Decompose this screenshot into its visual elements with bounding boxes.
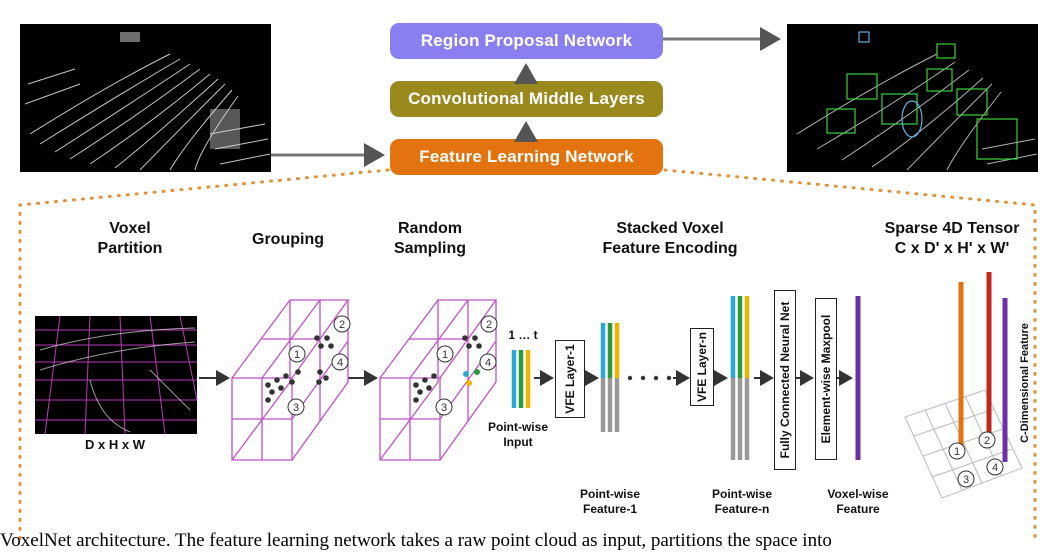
pointwise-feature1-bars xyxy=(600,323,620,432)
element-wise-maxpool-box: Element-wise Maxpool xyxy=(815,298,837,460)
sampling-id-3: 3 xyxy=(441,402,447,414)
ellipsis-dots xyxy=(627,375,672,381)
grouping-voxel-ids xyxy=(287,315,351,416)
sampling-voxel-grid xyxy=(379,299,498,461)
voxel-partition-image xyxy=(35,315,198,435)
grouping-voxel-grid xyxy=(231,299,350,461)
tensor-id-3: 3 xyxy=(963,474,969,486)
tensor-id-2: 2 xyxy=(984,435,990,447)
point-cloud-lines xyxy=(24,32,271,171)
sampling-id-4: 4 xyxy=(485,357,491,369)
grouping-id-1: 1 xyxy=(294,349,300,361)
vfe-layer-n-box: VFE Layer-n xyxy=(690,328,714,406)
tensor-id-4: 4 xyxy=(992,462,998,474)
expansion-outline xyxy=(18,168,1037,542)
svfe-title: Stacked Voxel Feature Encoding xyxy=(602,220,738,257)
caption-text: VoxelNet architecture. The feature learn… xyxy=(0,530,832,551)
fully-connected-net-box: Fully Connected Neural Net xyxy=(774,290,796,470)
tensor-voxel-ids xyxy=(948,431,1004,488)
grouping-id-2: 2 xyxy=(339,319,345,331)
one-to-t-label: 1 … t xyxy=(508,328,538,342)
pointwise-featuren-bars xyxy=(730,296,750,460)
input-point-cloud-image xyxy=(20,24,271,172)
sparse-tensor-title: Sparse 4D Tensor C x D' x H' x W' xyxy=(884,220,1020,257)
voxel-partition-title: Voxel Partition xyxy=(97,220,163,257)
dims-label: D x H x W xyxy=(85,437,145,452)
sampling-id-1: 1 xyxy=(442,349,448,361)
detection-boxes xyxy=(796,31,1038,171)
grouping-title: Grouping xyxy=(252,231,324,248)
grouping-points xyxy=(265,335,334,403)
convolutional-middle-layers-box: Convolutional Middle Layers xyxy=(390,81,663,117)
sampling-points xyxy=(413,335,482,403)
pointwise-featuren-label: Point-wise Feature-n xyxy=(711,487,772,516)
pointwise-input-label: Point-wise Input xyxy=(487,420,548,449)
pointwise-input-bars xyxy=(511,350,531,408)
top-flow-arrows xyxy=(271,27,781,167)
sampling-id-2: 2 xyxy=(486,319,492,331)
vfe-layer-1-box: VFE Layer-1 xyxy=(555,340,585,418)
random-sampling-title: Random Sampling xyxy=(393,220,466,257)
sparse-tensor-bars xyxy=(958,272,1008,462)
detection-output-image xyxy=(787,24,1038,172)
pointwise-feature1-label: Point-wise Feature-1 xyxy=(579,487,640,516)
voxelwise-feature-label: Voxel-wise Feature xyxy=(827,487,889,516)
sampling-voxel-ids xyxy=(435,315,498,416)
region-proposal-network-box: Region Proposal Network xyxy=(390,23,663,59)
grouping-id-4: 4 xyxy=(337,357,343,369)
grouping-id-3: 3 xyxy=(293,402,299,414)
sampling-colored-points xyxy=(463,369,480,386)
c-dimensional-feature-label: C-Dimensional Feature xyxy=(1019,323,1031,443)
feature-learning-network-box: Feature Learning Network xyxy=(390,139,663,175)
tensor-id-1: 1 xyxy=(954,446,960,458)
